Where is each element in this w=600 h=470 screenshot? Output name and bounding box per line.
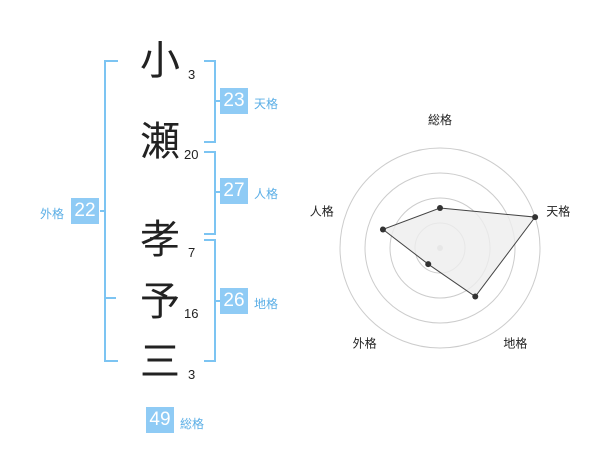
- radar-point-3: [425, 261, 432, 268]
- radar-point-1: [532, 214, 539, 221]
- radar-ring-3: [364, 172, 516, 324]
- name-char-2: 瀬: [140, 119, 180, 165]
- chikaku-connector: [214, 300, 220, 302]
- radar-point-2: [472, 293, 479, 300]
- stroke-count-1: 3: [188, 67, 196, 82]
- chikaku-label: 地格: [254, 297, 279, 311]
- radar-axis-label-4: 人格: [310, 204, 334, 219]
- jinkaku-bracket: [204, 151, 216, 235]
- name-char-4: 予: [140, 279, 180, 325]
- gaikaku-connector: [100, 210, 106, 212]
- jinkaku-value: 27: [220, 178, 248, 204]
- stroke-count-3: 7: [188, 245, 196, 260]
- radar-axis-label-3: 外格: [353, 335, 377, 350]
- radar-area: [381, 207, 537, 298]
- stroke-count-4: 16: [184, 306, 199, 321]
- gaikaku-bracket-mid: [104, 297, 116, 299]
- name-char-5: 三: [140, 339, 180, 385]
- chikaku-value: 26: [220, 288, 248, 314]
- radar-axis-label-0: 総格: [428, 112, 452, 127]
- stroke-count-2: 20: [184, 147, 199, 162]
- gaikaku-label: 外格: [40, 207, 65, 221]
- radar-axis-label-2: 地格: [503, 335, 527, 350]
- radar-axis-label-1: 天格: [546, 204, 570, 219]
- radar-point-0: [437, 205, 443, 211]
- radar-ring-4: [339, 147, 541, 349]
- soukaku-label: 総格: [180, 417, 205, 431]
- name-char-1: 小: [140, 38, 180, 84]
- tenkaku-connector: [214, 100, 220, 102]
- tenkaku-label: 天格: [254, 97, 279, 111]
- jinkaku-connector: [214, 191, 220, 193]
- radar-point-4: [379, 226, 386, 233]
- jinkaku-label: 人格: [254, 187, 279, 201]
- gaikaku-value: 22: [71, 198, 99, 224]
- soukaku-value: 49: [146, 407, 174, 433]
- name-char-3: 孝: [140, 217, 180, 263]
- tenkaku-value: 23: [220, 88, 248, 114]
- stroke-count-5: 3: [188, 367, 196, 382]
